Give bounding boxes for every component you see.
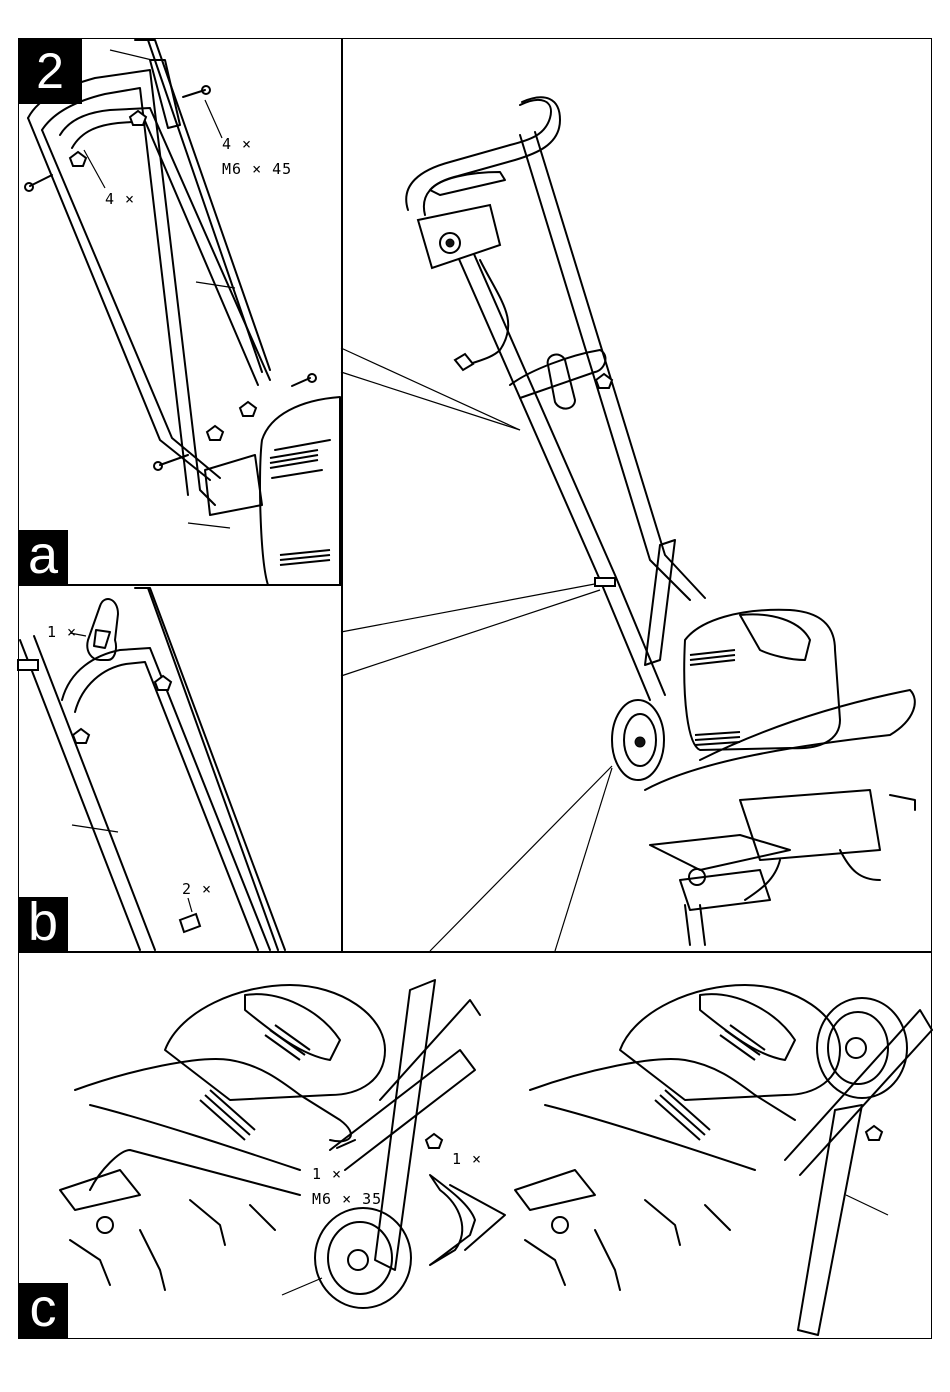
panel-a-badge: a <box>18 530 68 586</box>
panel-b-badge: b <box>18 897 68 953</box>
panel-c-letter: c <box>30 1281 57 1335</box>
panel-a-knob-qty: 4 × <box>105 190 135 208</box>
panel-c-bolt-size: M6 × 35 <box>312 1190 382 1208</box>
panel-c-bolt-qty: 1 × <box>312 1165 342 1183</box>
panel-a-letter: a <box>28 528 58 582</box>
panel-a-drawing <box>25 40 340 585</box>
panel-b-letter: b <box>28 895 58 949</box>
panel-a-bolt-size: M6 × 45 <box>222 160 292 178</box>
panel-c-nut-qty: 1 × <box>452 1150 482 1168</box>
panel-b-clip-qty: 2 × <box>182 880 212 898</box>
step-number: 2 <box>36 46 64 96</box>
panel-a-bolt-qty: 4 × <box>222 135 252 153</box>
panel-b-drawing <box>18 588 285 950</box>
step-number-badge: 2 <box>18 38 82 104</box>
main-panel-drawing <box>341 97 915 951</box>
panel-b-hook-qty: 1 × <box>47 623 77 641</box>
panel-c-badge: c <box>18 1283 68 1339</box>
panel-c-drawing <box>60 980 932 1335</box>
